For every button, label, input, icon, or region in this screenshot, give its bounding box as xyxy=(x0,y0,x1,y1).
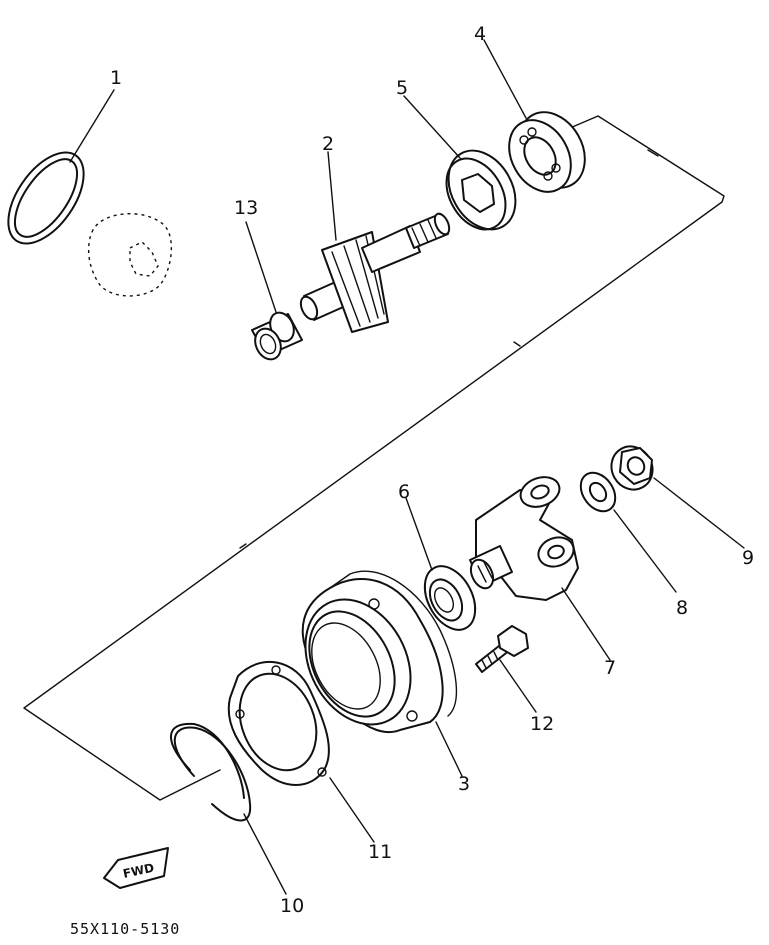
nut-icon xyxy=(610,445,654,491)
callout-11: 11 xyxy=(368,841,392,863)
fwd-arrow-icon: FWD xyxy=(103,847,169,889)
oil-seal-icon xyxy=(423,565,477,631)
callout-5: 5 xyxy=(396,77,408,99)
callout-8: 8 xyxy=(676,597,688,619)
callout-6: 6 xyxy=(398,481,410,503)
circlip-icon xyxy=(7,151,85,245)
leader-lines xyxy=(69,39,745,895)
gasket-icon xyxy=(227,661,330,786)
universal-joint-yoke-icon xyxy=(469,476,579,601)
callout-1: 1 xyxy=(110,67,122,89)
callout-numbers: 1 2 3 4 5 6 7 8 9 10 11 12 13 xyxy=(110,23,754,917)
fwd-label: FWD xyxy=(122,861,156,881)
callout-10: 10 xyxy=(280,895,304,917)
callout-9: 9 xyxy=(742,547,754,569)
callout-4: 4 xyxy=(474,23,486,45)
callout-12: 12 xyxy=(530,713,554,735)
assembly-guide-line xyxy=(23,115,725,801)
ghost-gear-outline xyxy=(87,213,173,297)
ball-bearing-icon xyxy=(508,111,586,193)
diagram-code: 55X110-5130 xyxy=(70,920,180,938)
callout-7: 7 xyxy=(604,657,616,679)
callout-13: 13 xyxy=(234,197,258,219)
bearing-housing-icon xyxy=(301,570,458,733)
snap-ring-icon xyxy=(170,722,252,822)
callout-2: 2 xyxy=(322,133,334,155)
bevel-gear-shaft-icon xyxy=(299,212,451,333)
callout-3: 3 xyxy=(458,773,470,795)
washer-icon xyxy=(579,471,617,513)
needle-bearing-icon xyxy=(251,311,303,361)
bolt-icon xyxy=(475,625,529,673)
bearing-retainer-icon xyxy=(445,149,517,231)
